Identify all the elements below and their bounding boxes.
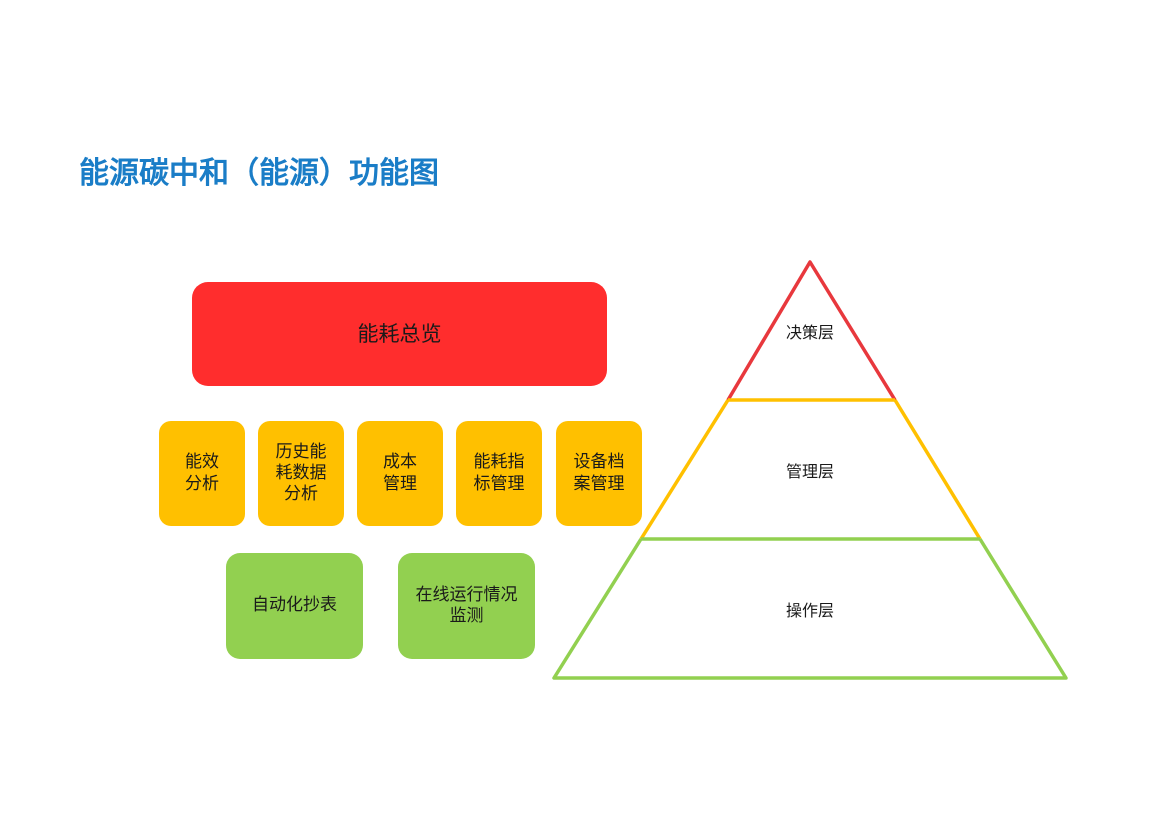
decision-layer-outline bbox=[726, 260, 897, 401]
online-status-monitoring-label: 在线运行情况 监测 bbox=[415, 584, 518, 626]
energy-index-management-label: 能耗指 标管理 bbox=[473, 452, 525, 494]
history-data-analysis-block: 历史能 耗数据 分析 bbox=[258, 421, 344, 526]
energy-overview-block: 能耗总览 bbox=[192, 282, 607, 386]
energy-index-management-block: 能耗指 标管理 bbox=[456, 421, 542, 526]
operation-layer-outline bbox=[552, 538, 1068, 680]
efficiency-analysis-label: 能效 分析 bbox=[185, 452, 219, 494]
cost-management-label: 成本 管理 bbox=[383, 452, 417, 494]
operation-layer-label: 操作层 bbox=[785, 601, 835, 620]
equipment-archive-management-label: 设备档 案管理 bbox=[573, 452, 625, 494]
management-layer-right-edge bbox=[893, 399, 982, 540]
auto-meter-reading-block: 自动化抄表 bbox=[226, 553, 363, 659]
equipment-archive-management-block: 设备档 案管理 bbox=[556, 421, 642, 526]
energy-overview-label: 能耗总览 bbox=[357, 321, 442, 346]
pyramid-svg bbox=[552, 260, 1068, 680]
online-status-monitoring-block: 在线运行情况 监测 bbox=[398, 553, 535, 659]
history-data-analysis-label: 历史能 耗数据 分析 bbox=[275, 441, 327, 505]
management-layer-left-edge bbox=[639, 399, 730, 540]
cost-management-block: 成本 管理 bbox=[357, 421, 443, 526]
decision-layer-label: 决策层 bbox=[785, 323, 835, 342]
auto-meter-reading-label: 自动化抄表 bbox=[252, 595, 337, 616]
hierarchy-pyramid: 决策层 管理层 操作层 bbox=[540, 250, 1080, 695]
page-title: 能源碳中和（能源）功能图 bbox=[79, 156, 439, 191]
efficiency-analysis-block: 能效 分析 bbox=[159, 421, 245, 526]
management-layer-label: 管理层 bbox=[785, 462, 835, 481]
